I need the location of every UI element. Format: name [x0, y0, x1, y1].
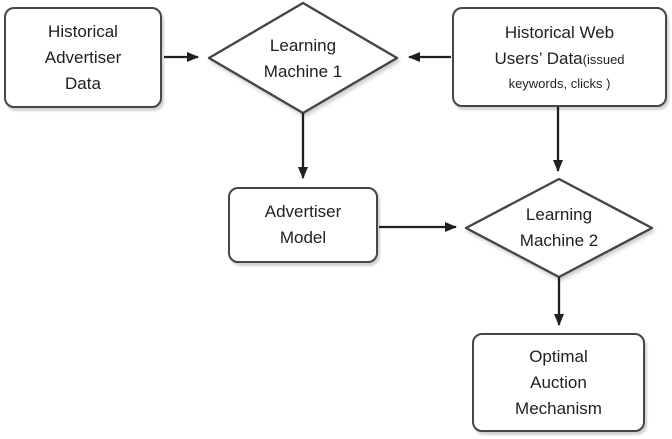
node-label-line: Advertiser	[44, 47, 122, 67]
node-label-line: Machine 1	[263, 62, 343, 81]
node-label-line: Model	[279, 228, 327, 247]
node-label-line: Auction	[530, 372, 587, 392]
node-label-line: Learning	[525, 205, 593, 224]
learning-machine-1-diamond	[207, 1, 399, 115]
node-label-line: Data	[65, 73, 101, 93]
node-label-line: Optimal	[529, 346, 588, 366]
learning-machine-2-diamond	[464, 177, 654, 279]
node-label-line: Users’ Data(issued	[494, 46, 624, 73]
node-optimal-auction-mechanism: Optimal Auction Mechanism	[472, 333, 645, 432]
node-label-line: keywords, clicks )	[508, 75, 611, 91]
node-label-line: Advertiser	[264, 202, 342, 221]
node-label-segment: Users’ Data	[494, 48, 583, 68]
node-learning-machine-2-label: Learning Machine 2	[520, 202, 598, 254]
node-label-segment: (issued	[582, 51, 625, 67]
node-historical-web-users-data: Historical Web Users’ Data(issued keywor…	[452, 7, 667, 107]
node-learning-machine-1-label: Learning Machine 1	[264, 33, 342, 85]
node-historical-advertiser-data: Historical Advertiser Data	[4, 7, 162, 108]
node-label-line: Machine 2	[519, 231, 599, 250]
node-advertiser-model: Advertiser Model	[228, 187, 378, 263]
node-label-line: Historical	[48, 21, 118, 41]
node-label-line: Mechanism	[515, 398, 602, 418]
node-label-line: Historical Web	[504, 22, 615, 42]
node-label-line: Learning	[269, 36, 337, 55]
